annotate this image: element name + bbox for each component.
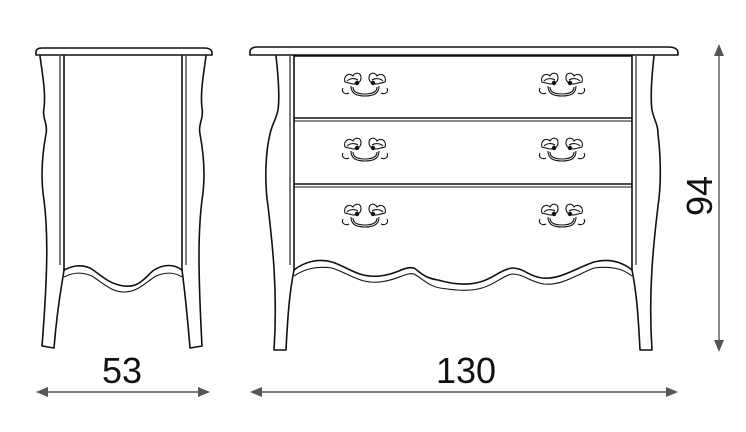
side-top-board [35,47,213,56]
side-view [35,47,213,349]
height-label: 94 [679,176,720,216]
drawer-2-right-handle [538,137,586,162]
front-inner-lines [289,56,637,265]
drawer-separators [294,120,632,188]
side-apron [63,264,183,287]
front-left-leg [265,55,295,351]
front-view [249,46,679,351]
drawer-3-left-handle [341,203,389,228]
dimension-width: 130 [250,350,678,397]
drawer-1-left-handle [341,72,389,97]
drawer-2-left-handle [341,137,389,162]
front-top-board [249,46,679,56]
dimension-depth: 53 [36,350,210,397]
side-inner-lines [59,56,187,265]
front-apron [293,259,633,285]
side-right-leg [181,55,207,349]
drawer-1-right-handle [538,72,586,97]
front-right-leg [631,55,662,351]
depth-label: 53 [102,350,142,391]
side-apron-inner [63,272,183,293]
side-left-leg [39,55,65,349]
front-drawer-frame [293,55,633,185]
width-label: 130 [436,350,496,391]
dimension-height: 94 [679,44,724,352]
drawer-3-right-handle [538,203,586,228]
front-apron-inner [293,266,633,291]
